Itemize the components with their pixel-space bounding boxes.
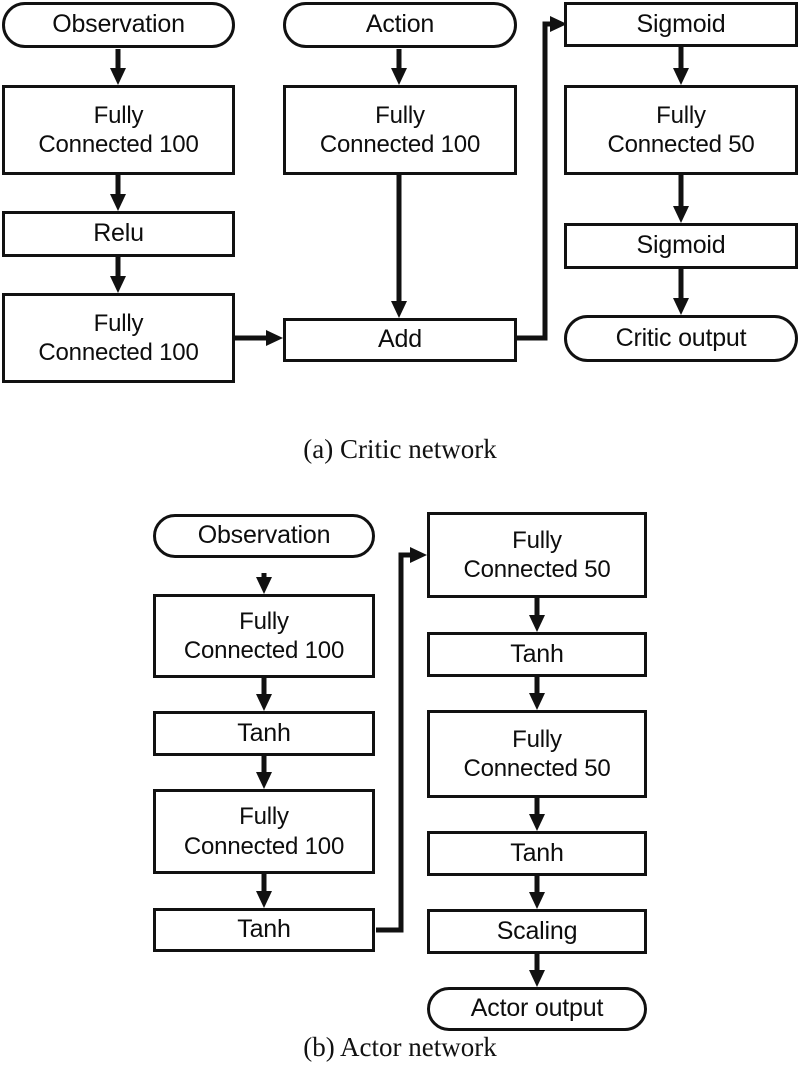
caption-critic-network: (a) Critic network (303, 434, 497, 464)
edge-tanh2-to-fc50b (376, 547, 427, 933)
edge-sigmoid1-to-fc50a (673, 47, 689, 85)
node-fully-connected-100-obs1[interactable]: Fully Connected 100 (2, 85, 235, 175)
node-fully-connected-100-obs2[interactable]: Fully Connected 100 (2, 293, 235, 383)
node-actor-output[interactable]: Actor output (427, 987, 647, 1031)
node-observation-actor[interactable]: Observation (153, 514, 375, 558)
edge-fc100c-to-add (391, 175, 407, 318)
node-relu[interactable]: Relu (2, 211, 235, 257)
node-sigmoid-2[interactable]: Sigmoid (564, 223, 798, 269)
node-sigmoid-1[interactable]: Sigmoid (564, 2, 798, 47)
edge-fc50a-to-sigmoid2 (673, 175, 689, 223)
edge-tanh3-to-fc50c (529, 677, 545, 710)
node-fully-connected-100-action[interactable]: Fully Connected 100 (283, 85, 517, 175)
edge-fc100a-to-relu (110, 175, 126, 211)
edge-fc100e-to-tanh2 (256, 874, 272, 908)
node-tanh-4[interactable]: Tanh (427, 831, 647, 876)
node-scaling[interactable]: Scaling (427, 909, 647, 954)
edge-obs-to-fc100a (110, 49, 126, 85)
node-fully-connected-50-actor1[interactable]: Fully Connected 50 (427, 512, 647, 598)
edge-tanh1-to-fc100e (256, 756, 272, 789)
edge-fc100d-to-tanh1 (256, 678, 272, 711)
edge-sigmoid2-to-criticout (673, 269, 689, 315)
node-fully-connected-100-actor1[interactable]: Fully Connected 100 (153, 594, 375, 678)
caption-actor-network: (b) Actor network (303, 1032, 497, 1062)
node-fully-connected-50-actor2[interactable]: Fully Connected 50 (427, 710, 647, 798)
node-tanh-3[interactable]: Tanh (427, 632, 647, 677)
edge-obs2-to-fc100d (256, 573, 272, 594)
node-observation-critic[interactable]: Observation (2, 2, 235, 48)
node-action[interactable]: Action (283, 2, 517, 48)
edge-fc50c-to-tanh4 (529, 798, 545, 831)
edge-action-to-fc100c (391, 49, 407, 85)
edge-scaling-to-actorout (529, 954, 545, 987)
node-tanh-1[interactable]: Tanh (153, 711, 375, 756)
edge-add-to-sigmoid1 (517, 16, 567, 341)
node-tanh-2[interactable]: Tanh (153, 908, 375, 952)
edge-fc100b-to-add (235, 330, 283, 346)
node-fully-connected-50-critic[interactable]: Fully Connected 50 (564, 85, 798, 175)
edge-fc50b-to-tanh3 (529, 598, 545, 632)
node-fully-connected-100-actor2[interactable]: Fully Connected 100 (153, 789, 375, 874)
edge-tanh4-to-scaling (529, 876, 545, 909)
node-add[interactable]: Add (283, 318, 517, 362)
edge-relu-to-fc100b (110, 256, 126, 293)
node-critic-output[interactable]: Critic output (564, 315, 798, 362)
